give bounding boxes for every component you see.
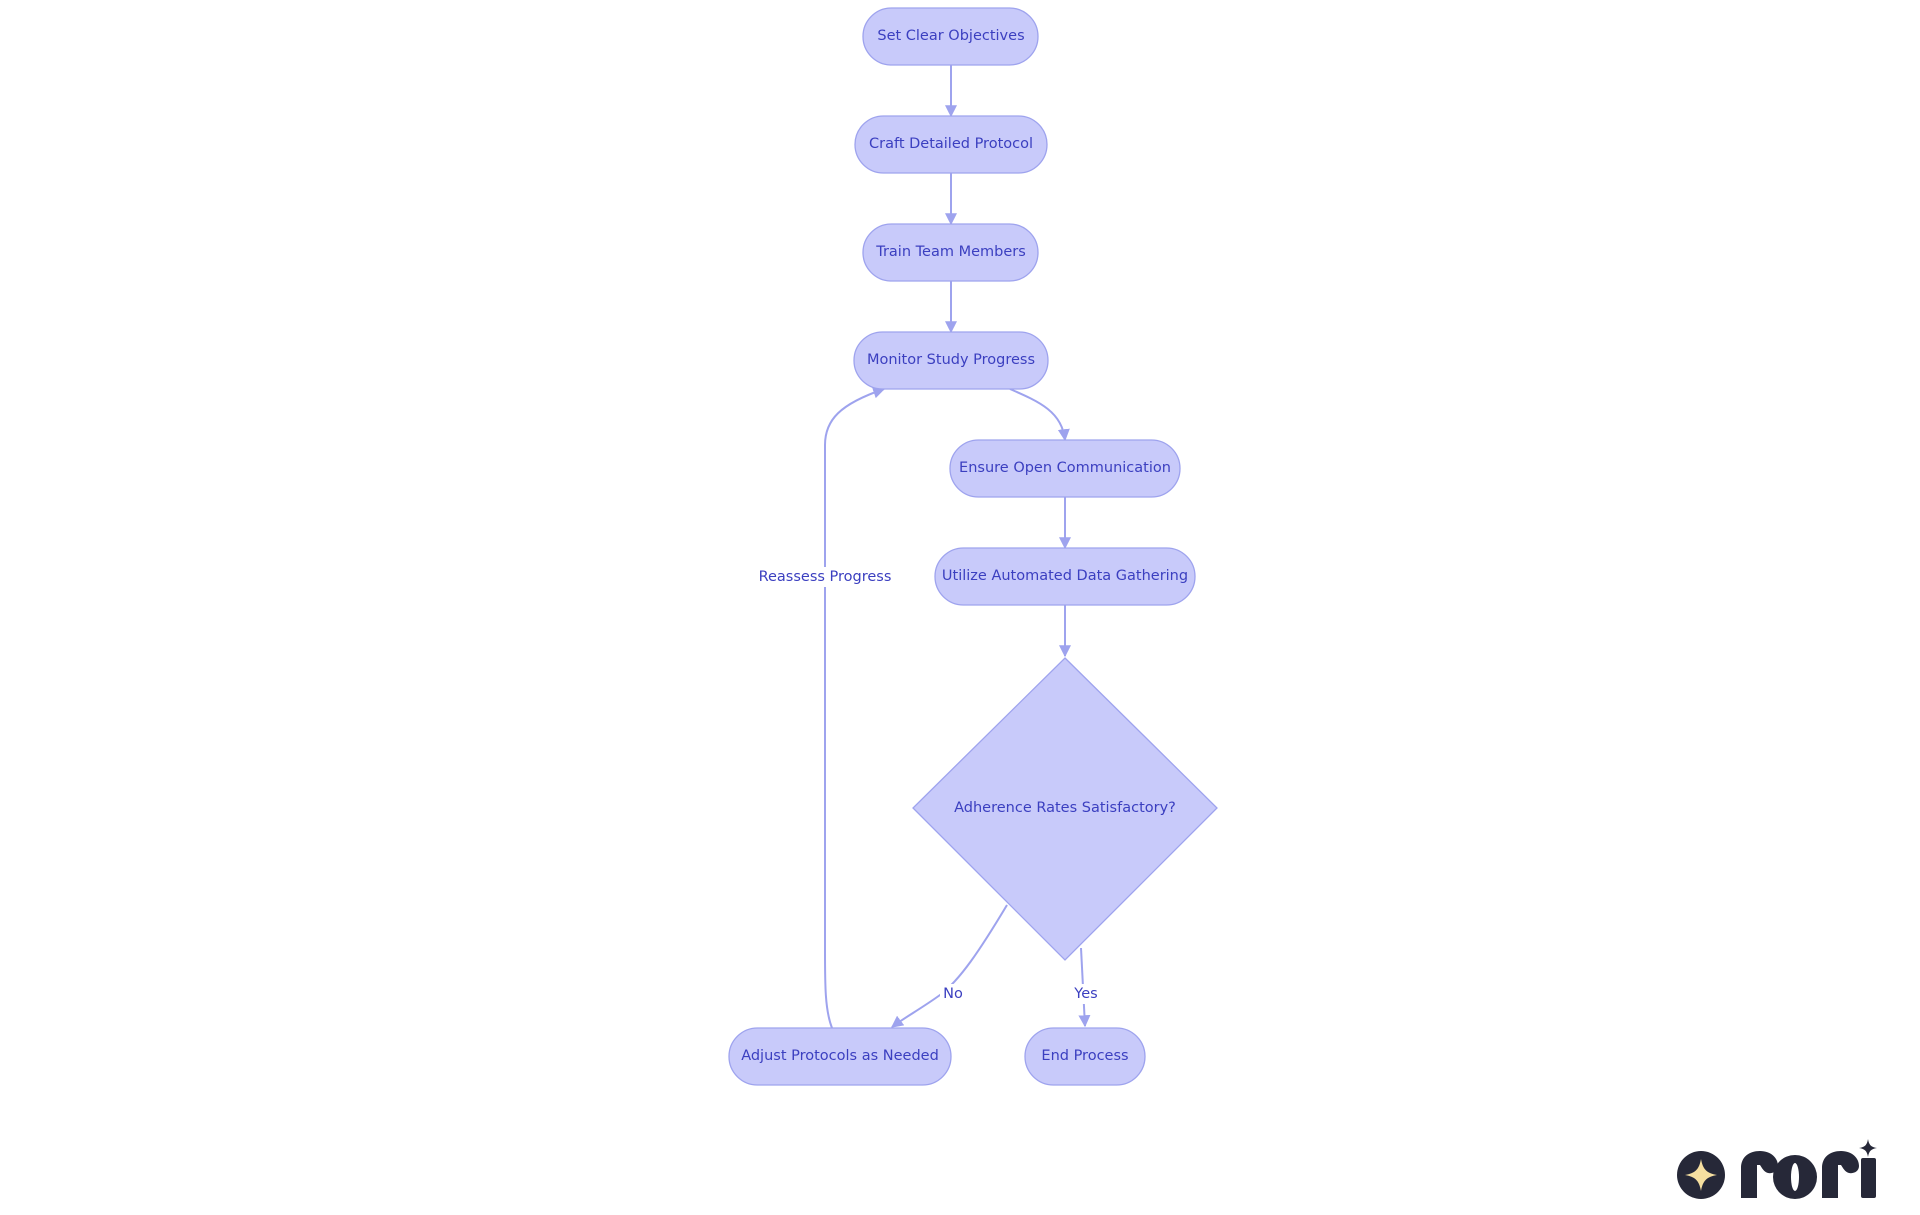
node-train-team-members[interactable]: Train Team Members <box>862 223 1039 282</box>
node-craft-detailed-protocol[interactable]: Craft Detailed Protocol <box>854 115 1048 174</box>
edge-monitor-to-communication <box>1009 388 1070 442</box>
four-point-star-icon <box>1677 1151 1725 1199</box>
svg-text:Utilize Automated Data Gatheri: Utilize Automated Data Gathering <box>942 568 1188 584</box>
node-monitor-study-progress[interactable]: Monitor Study Progress <box>853 331 1049 390</box>
node-ensure-open-communication[interactable]: Ensure Open Communication <box>949 439 1181 498</box>
nodes-layer: Set Clear Objectives Craft Detailed Prot… <box>728 7 1218 1086</box>
svg-text:Craft Detailed Protocol: Craft Detailed Protocol <box>869 136 1033 152</box>
edge-label-yes: Yes <box>1070 984 1102 1004</box>
node-adjust-protocols-as-needed[interactable]: Adjust Protocols as Needed <box>728 1027 952 1086</box>
node-set-clear-objectives[interactable]: Set Clear Objectives <box>862 7 1039 66</box>
svg-text:Adherence Rates Satisfactory?: Adherence Rates Satisfactory? <box>954 800 1176 816</box>
svg-text:Adjust Protocols as Needed: Adjust Protocols as Needed <box>741 1048 939 1064</box>
svg-text:Reassess Progress: Reassess Progress <box>759 569 892 585</box>
svg-text:Yes: Yes <box>1073 986 1097 1002</box>
svg-text:Set Clear Objectives: Set Clear Objectives <box>877 28 1024 44</box>
edge-adherence-to-adjust <box>891 904 1008 1028</box>
svg-text:No: No <box>943 986 963 1002</box>
edge-label-reassess-progress: Reassess Progress <box>759 567 892 587</box>
node-adherence-rates-satisfactory-decision[interactable]: Adherence Rates Satisfactory? <box>912 657 1218 961</box>
svg-text:Monitor Study Progress: Monitor Study Progress <box>867 352 1035 368</box>
rori-logo <box>1677 1139 1877 1199</box>
node-utilize-automated-data-gathering[interactable]: Utilize Automated Data Gathering <box>934 547 1196 606</box>
node-end-process[interactable]: End Process <box>1024 1027 1146 1086</box>
svg-text:Ensure Open Communication: Ensure Open Communication <box>959 460 1171 476</box>
edge-label-no: No <box>940 984 966 1004</box>
edges-layer: No Yes Reassess Progress <box>759 65 1102 1029</box>
edge-adjust-to-monitor <box>824 386 886 1029</box>
svg-text:Train Team Members: Train Team Members <box>875 244 1026 260</box>
svg-text:End Process: End Process <box>1041 1048 1128 1064</box>
